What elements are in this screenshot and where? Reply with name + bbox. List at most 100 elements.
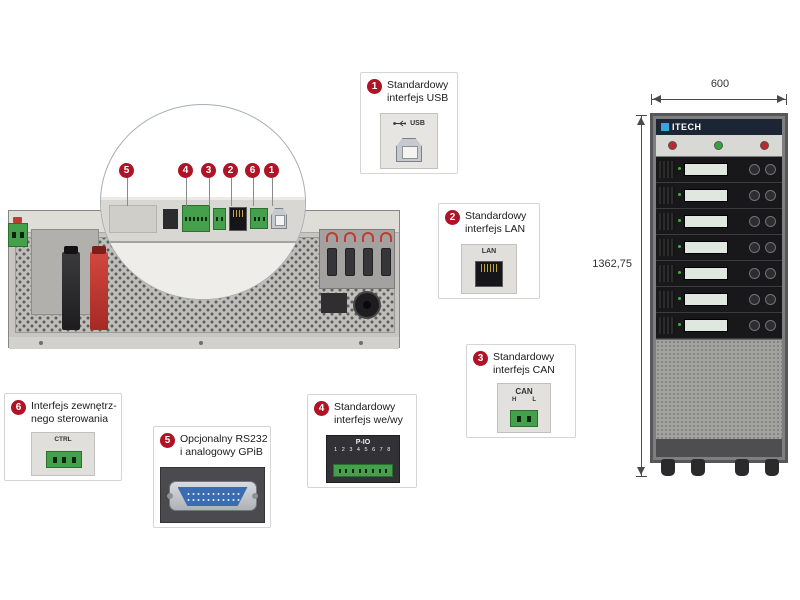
power-indicator-red bbox=[668, 141, 677, 150]
unit-knob bbox=[749, 242, 760, 253]
unit-vent bbox=[659, 239, 675, 256]
unit-knob bbox=[749, 190, 760, 201]
lan-port-photo: LAN bbox=[461, 244, 517, 294]
usb-port-photo: USB bbox=[380, 113, 438, 169]
unit-knob bbox=[765, 268, 776, 279]
sense-terminal bbox=[8, 223, 28, 247]
ac-fuse bbox=[345, 248, 355, 276]
height-dimension-line bbox=[641, 116, 642, 476]
unit-knob bbox=[765, 294, 776, 305]
panel-screw bbox=[359, 341, 363, 345]
caster-wheel bbox=[691, 459, 705, 476]
dimension-tick bbox=[786, 94, 787, 105]
option-slot-cover bbox=[109, 205, 157, 233]
ac-fuse bbox=[381, 248, 391, 276]
dc-negative-busbar bbox=[62, 246, 80, 330]
lan-port-mini bbox=[229, 207, 247, 231]
rack-unit bbox=[656, 183, 782, 209]
ctrl-port-photo: CTRL bbox=[31, 432, 95, 476]
rack-brand: ITECH bbox=[672, 122, 702, 132]
rack-unit bbox=[656, 313, 782, 339]
callout-lan-badge: 2 bbox=[445, 210, 460, 225]
callout-ctrl-badge: 6 bbox=[11, 400, 26, 415]
gpib-pin-insert bbox=[177, 487, 248, 506]
mag-badge-3: 3 bbox=[201, 163, 216, 178]
io-pin-numbers: 1 2 3 4 5 6 7 8 bbox=[334, 447, 392, 453]
dimension-tick bbox=[636, 476, 647, 477]
pio-terminal bbox=[333, 464, 393, 477]
rack-vent-door bbox=[656, 339, 782, 439]
unit-knob bbox=[749, 294, 760, 305]
unit-vent bbox=[659, 213, 675, 230]
can-terminal-mini bbox=[213, 208, 226, 230]
width-dimension-line bbox=[652, 99, 786, 100]
rack-unit bbox=[656, 209, 782, 235]
gpib-screw bbox=[252, 493, 258, 499]
round-connector bbox=[353, 291, 381, 319]
unit-display bbox=[684, 189, 728, 202]
leader-line bbox=[231, 178, 232, 206]
callout-can-badge: 3 bbox=[473, 351, 488, 366]
sense-connector-lever bbox=[13, 217, 22, 223]
ac-fuse bbox=[327, 248, 337, 276]
caster-wheel bbox=[765, 459, 779, 476]
arrow-up-icon bbox=[637, 117, 645, 125]
panel-bottom-rail bbox=[9, 337, 399, 349]
unit-vent bbox=[659, 317, 675, 334]
rack-unit bbox=[656, 261, 782, 287]
rack-cabinet: ITECH bbox=[650, 113, 788, 476]
mag-badge-5: 5 bbox=[119, 163, 134, 178]
unit-vent bbox=[659, 187, 675, 204]
arrow-left-icon bbox=[653, 95, 661, 103]
dc-terminal-plate bbox=[31, 229, 108, 330]
unit-led bbox=[678, 271, 681, 274]
small-connector bbox=[163, 209, 178, 229]
unit-led bbox=[678, 297, 681, 300]
ac-wire bbox=[380, 232, 392, 242]
gpib-connector bbox=[168, 481, 257, 511]
can-terminal bbox=[510, 410, 538, 427]
emergency-stop bbox=[760, 141, 769, 150]
unit-display bbox=[684, 163, 728, 176]
lan-port-label: LAN bbox=[481, 248, 497, 255]
mag-badge-6: 6 bbox=[245, 163, 260, 178]
ctrl-terminal-mini bbox=[250, 208, 268, 229]
unit-knob bbox=[749, 216, 760, 227]
dimension-tick bbox=[651, 94, 652, 105]
callout-usb-badge: 1 bbox=[367, 79, 382, 94]
rack-unit bbox=[656, 157, 782, 183]
rack-unit bbox=[656, 287, 782, 313]
magnified-panel-face bbox=[101, 243, 305, 299]
rack-unit bbox=[656, 235, 782, 261]
rack-height-dimension: 1362,75 bbox=[592, 258, 632, 270]
unit-knob bbox=[765, 216, 776, 227]
pio-terminal-mini bbox=[182, 205, 210, 232]
dimension-tick bbox=[636, 115, 647, 116]
leader-line bbox=[186, 178, 187, 206]
rack-width-dimension: 600 bbox=[710, 78, 730, 90]
leader-line bbox=[253, 178, 254, 206]
panel-screw bbox=[199, 341, 203, 345]
caster-wheel bbox=[661, 459, 675, 476]
unit-led bbox=[678, 167, 681, 170]
unit-led bbox=[678, 245, 681, 248]
ctrl-port-label: CTRL bbox=[54, 436, 72, 443]
rack-brand-bar: ITECH bbox=[656, 119, 782, 135]
rack-control-strip bbox=[656, 135, 782, 157]
unit-led bbox=[678, 323, 681, 326]
unit-led bbox=[678, 219, 681, 222]
arrow-right-icon bbox=[777, 95, 785, 103]
callout-io-badge: 4 bbox=[314, 401, 329, 416]
unit-led bbox=[678, 193, 681, 196]
